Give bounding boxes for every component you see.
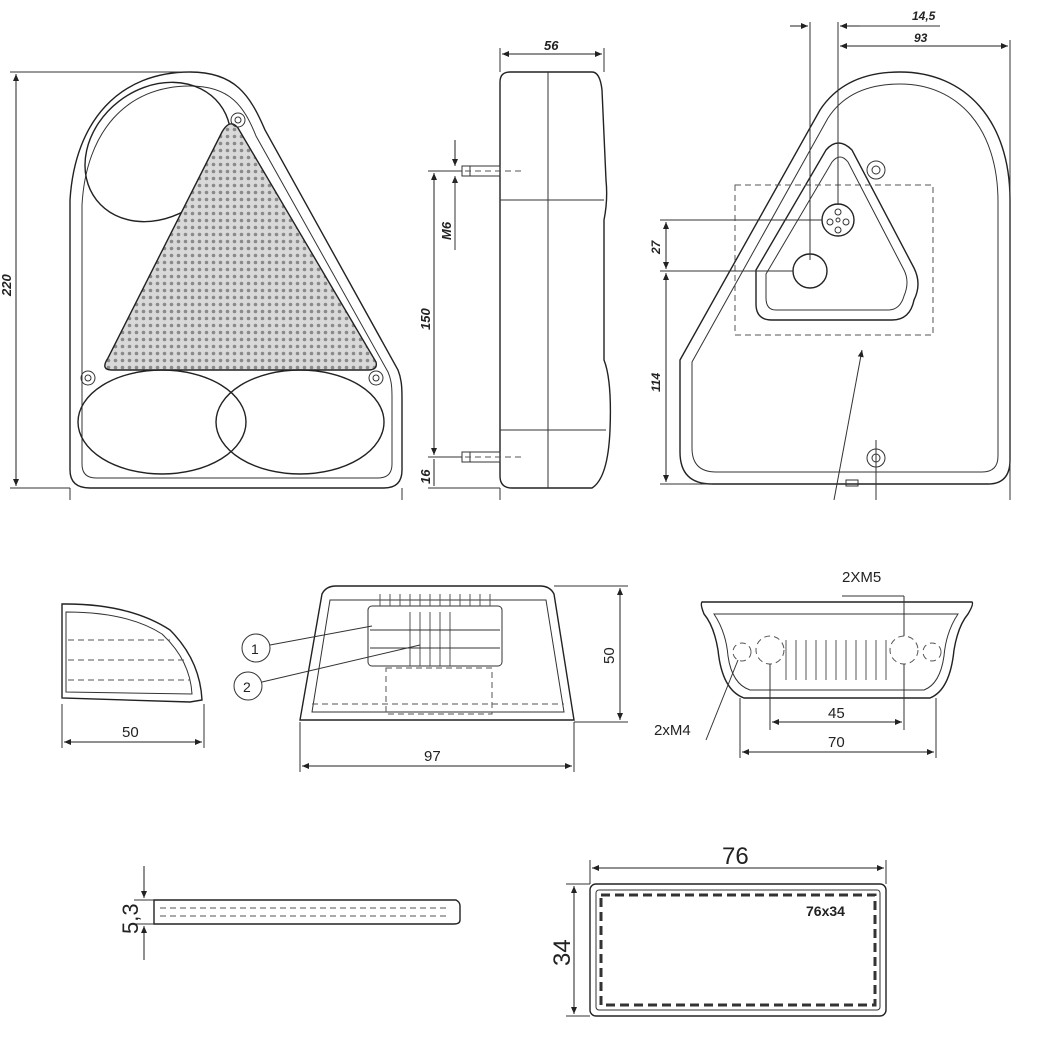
plate-lamp-bottom-outline [700,601,974,699]
bolt-spacing-dim: 150 [418,308,433,330]
rear-triangle-recess [755,142,919,321]
callout-1-label: 1 [251,641,259,657]
lens-size-label: 76x34 [806,903,845,919]
rear-housing-inner [691,83,999,473]
lens-height-dim: 34 [549,939,576,966]
mounting-area-outline [734,184,934,336]
bolt-icon [455,451,525,463]
lens-top-view: 76x34 76 34 [549,843,887,1017]
lamp-side-width-dim: 50 [122,724,139,741]
side-depth-dim: 56 [544,38,559,53]
callout-circle [241,633,271,663]
lens-width-dim: 76 [722,843,749,870]
front-height-dim: 220 [0,274,14,297]
screw-label-side: 2xM4 [654,722,691,739]
plate-lamp-side-view: 50 [61,603,205,748]
lamp-ribs [379,594,491,666]
plate-lamp-side-outline [61,603,203,703]
bolt-thread-label: M6 [439,221,454,240]
connector-spacing-dim: 27 [649,239,663,255]
lens-thickness-dim: 5,3 [118,903,143,934]
screw-label-top: 2XM5 [842,569,881,586]
lens-outline [589,883,887,1017]
plate-lamp-bottom-view: 2XM5 2xM4 45 70 [654,569,974,758]
rear-offset-small-dim: 14,5 [912,9,936,23]
callout-2-label: 2 [243,679,251,695]
callout-circle [233,671,263,701]
screw-icon [368,370,384,386]
lamp-ribs [785,640,887,680]
hole-height-dim: 114 [649,373,663,392]
front-housing-inner [81,85,393,479]
lamp-front-width-dim: 97 [424,748,441,765]
rear-view: 14,5 93 27 114 [649,9,1011,501]
rear-housing-outline [679,71,1011,485]
plate-lamp-front-view: 1 2 50 97 [233,585,628,772]
rear-offset-large-dim: 93 [914,31,928,45]
lamp-lens-right [215,369,385,475]
screw-icon [80,370,96,386]
side-housing-outline [499,71,612,489]
lamp-front-height-dim: 50 [601,647,618,664]
front-housing-outline [69,71,403,489]
front-view: 220 [0,71,403,500]
side-view: 56 M6 150 16 [418,38,612,500]
connector-icon [821,203,855,237]
bolt-icon [455,165,525,177]
screw-spacing-inner-dim: 45 [828,705,845,722]
screw-icon [230,112,246,128]
screw-spacing-outer-dim: 70 [828,734,845,751]
screw-icon [866,160,886,180]
lens-side-outline [153,899,461,925]
reflector-triangle [104,123,378,371]
lens-side-view: 5,3 [118,866,461,960]
bolt-bottom-offset-dim: 16 [418,469,433,484]
lamp-lens-left [77,369,247,475]
plate-lamp-front-outline [299,585,575,721]
